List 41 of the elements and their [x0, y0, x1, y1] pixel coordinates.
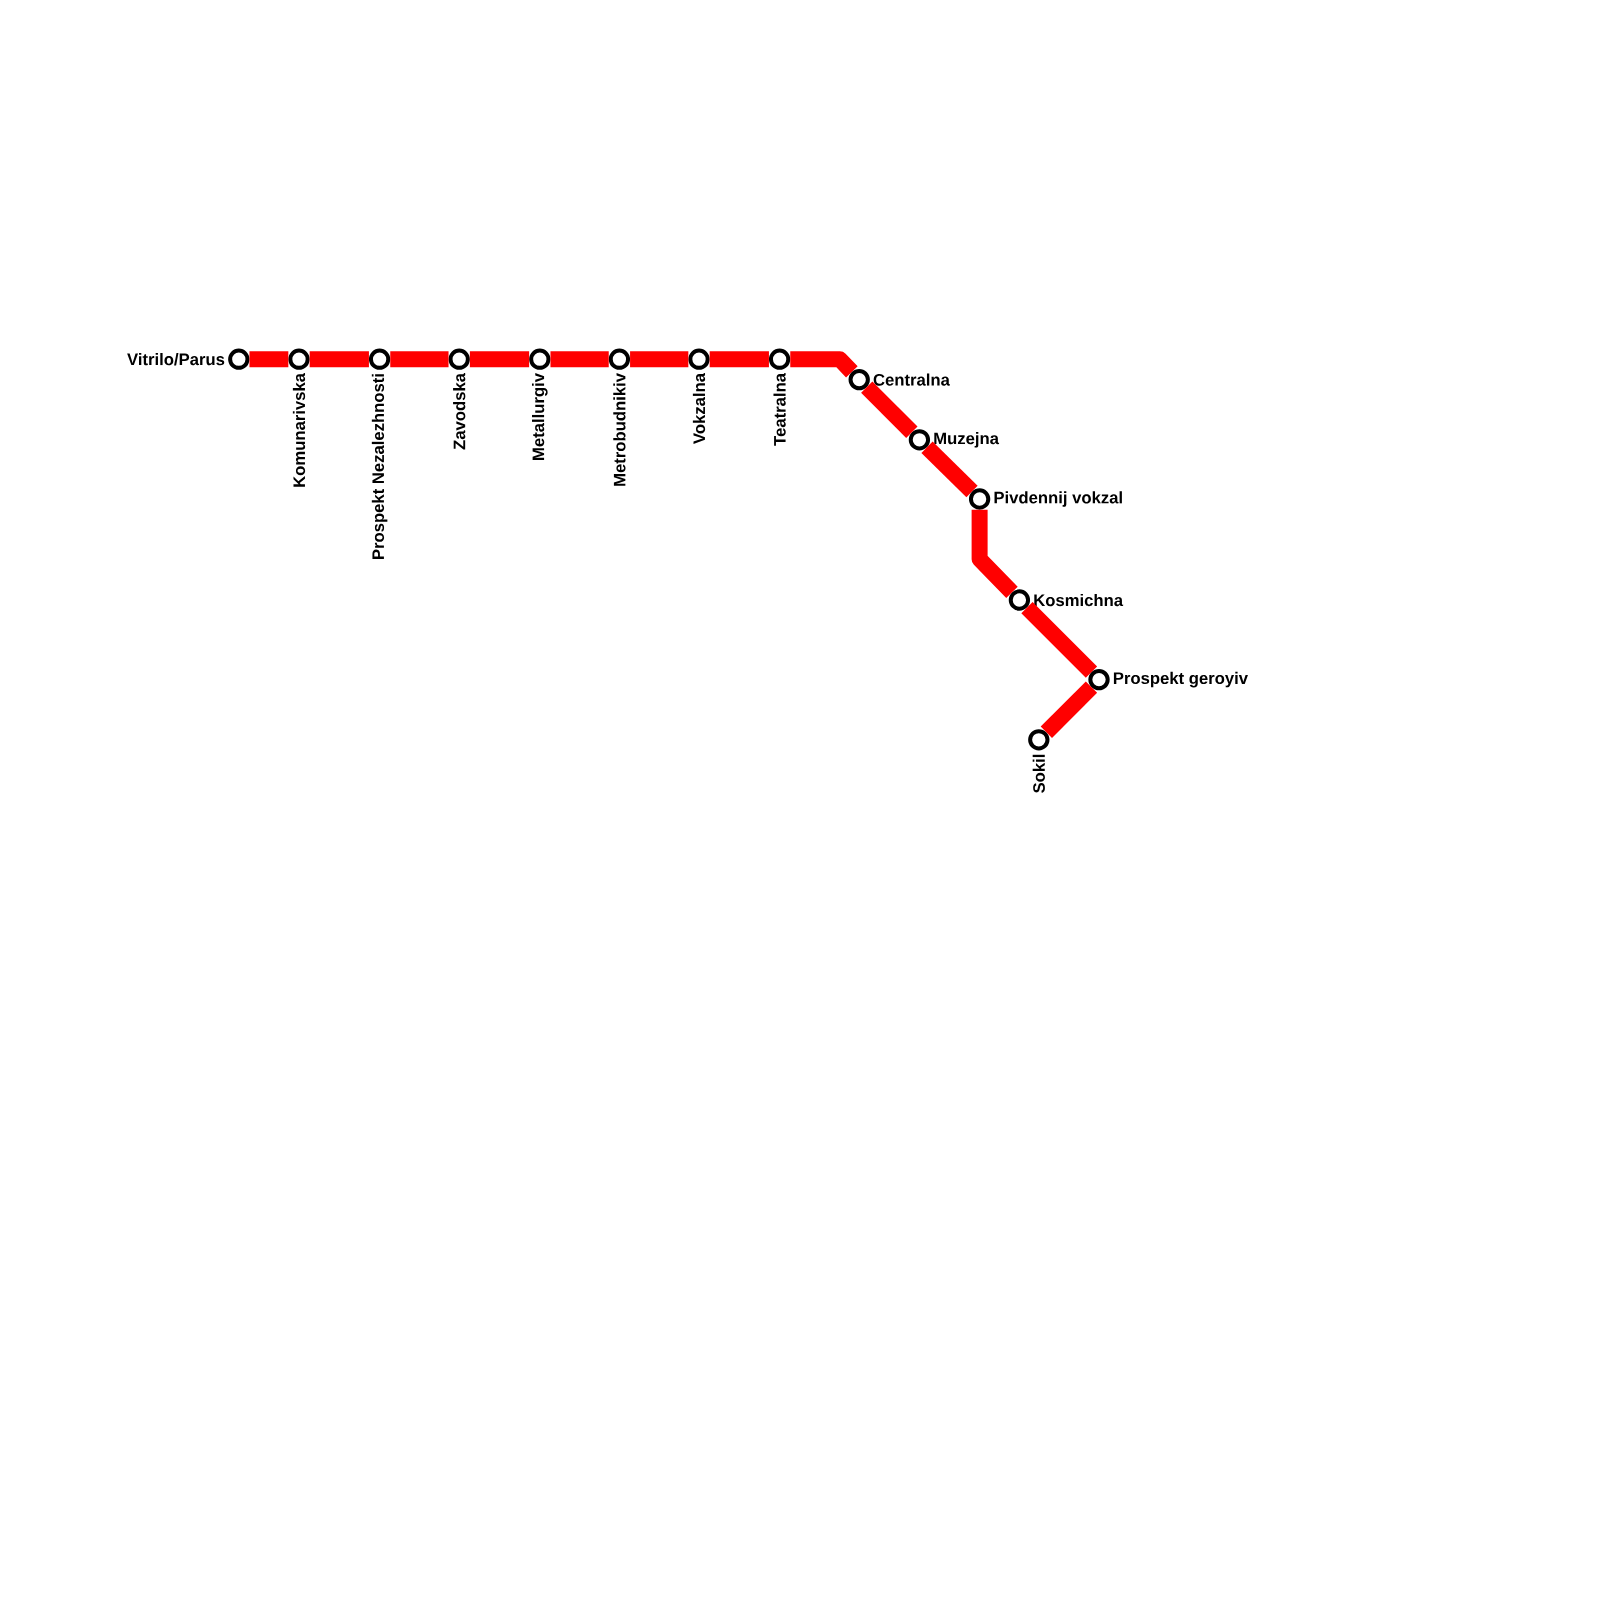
station-marker: [529, 348, 551, 370]
line-segment: [309, 351, 369, 368]
station-label: Zavodska: [453, 372, 466, 450]
line-segment: [249, 351, 289, 368]
line-segment: [469, 351, 530, 368]
station-marker: [288, 348, 310, 370]
station-marker: [1008, 589, 1031, 611]
station-label: Pivdennij vokzal: [994, 491, 1122, 507]
station-label: Prospekt geroyiv: [1113, 671, 1248, 688]
station-marker: [1028, 729, 1050, 751]
line-segment: [709, 351, 769, 368]
line-segment: [630, 351, 689, 368]
station-marker: [688, 348, 710, 370]
station-label: Teatralna: [773, 372, 786, 446]
station-marker: [1088, 668, 1110, 691]
station-label: Komunarivska: [292, 372, 306, 487]
line-segment: [390, 351, 449, 368]
line-segment: [550, 351, 609, 368]
station-label: Metallurgiv: [532, 373, 548, 460]
line-segment: [861, 381, 918, 438]
station-label: Sokil: [1032, 754, 1045, 793]
line-segment: [1021, 601, 1098, 678]
line-segment: [1040, 681, 1098, 738]
station-label: Vitrilo/Parus: [127, 353, 225, 366]
station-marker: [448, 348, 470, 370]
station-label: Muzejna: [934, 432, 1000, 448]
station-marker: [228, 348, 250, 370]
station-label: Kosmichna: [1034, 593, 1124, 607]
line-segment: [790, 351, 858, 378]
line-segment: [921, 441, 978, 498]
line-segment: [971, 509, 1018, 598]
station-marker: [608, 348, 631, 370]
station-label: Vokzalna: [692, 372, 706, 444]
station-label: Metrobudnikiv: [613, 373, 626, 486]
station-label: Centralna: [873, 373, 950, 386]
station-marker: [968, 488, 991, 510]
station-marker: [848, 368, 870, 391]
station-marker: [768, 348, 791, 370]
station-label: Prospekt Nezalezhnosti: [371, 374, 388, 559]
station-marker: [908, 429, 931, 451]
station-marker: [368, 348, 391, 370]
